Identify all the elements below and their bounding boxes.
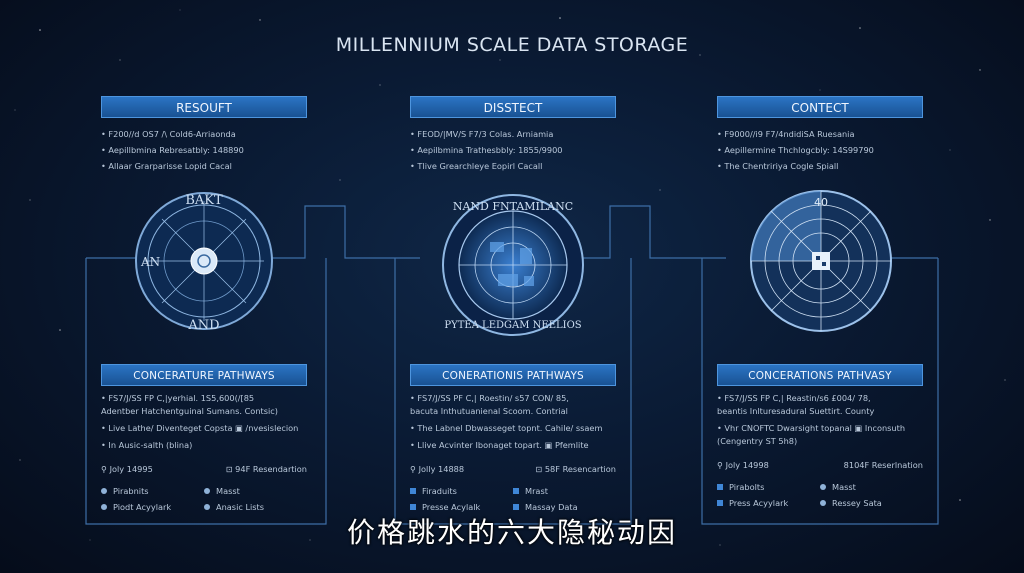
legend-item[interactable]: Masst (820, 482, 923, 492)
panel-contect: CONTECT • F9000//i9 F7/4ndidiSA Ruesania… (717, 96, 923, 174)
info-line: • FEOD/|MV/S F7/3 Colas. Arniamia (410, 129, 554, 139)
emblem-seal: NAND FNTAMILANC PYTEA LEDGAM NEELIOS (442, 194, 584, 336)
panel-resouft: RESOUFT • F200//d OS7 /\ Cold6-Arriaonda… (101, 96, 307, 174)
info-line: Adentber Hatchentguinal Sumans. Contsic) (101, 406, 278, 416)
bullet-icon (820, 484, 826, 490)
section-info: • FS7/J/SS FP C,|yerhial. 1S5,600(/[85 A… (101, 392, 307, 452)
stat-right: ⊡ 94F Resendartion (225, 464, 307, 474)
panel-header-contect[interactable]: CONTECT (717, 96, 923, 118)
legend-grid: Pirabolts Masst Press Acyylark Ressey Sa… (717, 482, 923, 508)
info-line: • Tlive Grearchleye Eopirl Cacall (410, 161, 543, 171)
emblem-text: NAND FNTAMILANC (453, 200, 573, 213)
info-line: • Vhr CNOFTC Dwarsight topanal ▣ Inconsu… (717, 423, 906, 433)
legend-item[interactable]: Pirabnits (101, 486, 204, 496)
bullet-icon (204, 488, 210, 494)
info-line: beantis Inlturesadural Suettirt. County (717, 406, 875, 416)
legend-label: Firaduits (422, 486, 457, 496)
panel-info: • F9000//i9 F7/4ndidiSA Ruesania • Aepil… (717, 126, 923, 174)
stat-row: ⚲ Joly 14998 8104F Reserlnation (717, 460, 923, 470)
bullet-icon (101, 504, 107, 510)
info-line: • The Labnel Dbwasseget topnt. Cahile/ s… (410, 423, 603, 433)
legend-item[interactable]: Press Acyylark (717, 498, 820, 508)
bullet-icon (410, 504, 416, 510)
panel-info: • FEOD/|MV/S F7/3 Colas. Arniamia • Aepi… (410, 126, 616, 174)
pathways-section-2: CONERATIONIS PATHWAYS • FS7/J/SS PF C,| … (410, 364, 616, 512)
legend-label: Ressey Sata (832, 498, 882, 508)
page-title: MILLENNIUM SCALE DATA STORAGE (335, 34, 689, 56)
legend-item[interactable]: Piodt Acyylark (101, 502, 204, 512)
pathways-section-3: CONCERATIONS PATHVASY • FS7/J/SS FP C,| … (717, 364, 923, 508)
stat-row: ⚲ Jolly 14888 ⊡ 58F Resencartion (410, 464, 616, 474)
legend-item[interactable]: Anasic Lists (204, 502, 307, 512)
section-header[interactable]: CONCERATIONS PATHVASY (717, 364, 923, 386)
bullet-icon (204, 504, 210, 510)
legend-label: Masst (832, 482, 856, 492)
stat-left: ⚲ Joly 14995 (101, 464, 153, 474)
emblem-text: 40 (814, 196, 828, 209)
pathways-section-1: CONCERATURE PATHWAYS • FS7/J/SS FP C,|ye… (101, 364, 307, 512)
bullet-icon (820, 500, 826, 506)
stat-row: ⚲ Joly 14995 ⊡ 94F Resendartion (101, 464, 307, 474)
info-line: (Cengentry ST 5h8) (717, 436, 798, 446)
info-line: bacuta Inthutuanienal Scoom. Contrial (410, 406, 568, 416)
info-line: • F9000//i9 F7/4ndidiSA Ruesania (717, 129, 855, 139)
legend-grid: Pirabnits Masst Piodt Acyylark Anasic Li… (101, 486, 307, 512)
stat-left: ⚲ Joly 14998 (717, 460, 769, 470)
bullet-icon (513, 488, 519, 494)
info-line: • FS7/J/SS FP C,|yerhial. 1S5,600(/[85 (101, 393, 255, 403)
bullet-icon (410, 488, 416, 494)
info-line: • Aepilbmina Trathesbbly: 1855/9900 (410, 145, 563, 155)
legend-label: Presse Acylalk (422, 502, 481, 512)
stat-right: ⊡ 58F Resencartion (535, 464, 616, 474)
bullet-icon (513, 504, 519, 510)
emblem-text: PYTEA LEDGAM NEELIOS (444, 320, 581, 331)
section-info: • FS7/J/SS PF C,| Roestin/ s57 CON/ 85, … (410, 392, 616, 452)
legend-label: Anasic Lists (216, 502, 265, 512)
info-line: • Aepillbmina Rebresatbly: 148890 (101, 145, 244, 155)
legend-label: Pirabolts (729, 482, 765, 492)
legend-item[interactable]: Massay Data (513, 502, 616, 512)
info-line: • Live Lathe/ Diventeget Copsta ▣ /nvesi… (101, 423, 299, 433)
stat-left: ⚲ Jolly 14888 (410, 464, 465, 474)
section-header[interactable]: CONERATIONIS PATHWAYS (410, 364, 616, 386)
legend-item[interactable]: Ressey Sata (820, 498, 923, 508)
legend-item[interactable]: Firaduits (410, 486, 513, 496)
bullet-icon (717, 484, 723, 490)
section-info: • FS7/J/SS FP C,| Reastin/s6 £004/ 78, b… (717, 392, 923, 448)
emblem-text: BAKT (185, 193, 223, 208)
legend-label: Mrast (525, 486, 548, 496)
bullet-icon (101, 488, 107, 494)
legend-item[interactable]: Masst (204, 486, 307, 496)
legend-item[interactable]: Presse Acylalk (410, 502, 513, 512)
emblem-text: AND (187, 318, 219, 333)
legend-item[interactable]: Pirabolts (717, 482, 820, 492)
info-line: • The Chentririya Cogle Spiall (717, 161, 839, 171)
panel-header-disstect[interactable]: DISSTECT (410, 96, 616, 118)
panel-header-resouft[interactable]: RESOUFT (101, 96, 307, 118)
legend-grid: Firaduits Mrast Presse Acylalk Massay Da… (410, 486, 616, 512)
panel-disstect: DISSTECT • FEOD/|MV/S F7/3 Colas. Arniam… (410, 96, 616, 174)
emblem-compass: BAKT AN AND (135, 192, 273, 333)
bullet-icon (717, 500, 723, 506)
info-line: • Aepillermine Thchlogcbly: 14S99790 (717, 145, 874, 155)
stat-right: 8104F Reserlnation (843, 460, 923, 470)
info-line: • F200//d OS7 /\ Cold6-Arriaonda (101, 129, 236, 139)
emblem-text: AN (140, 255, 160, 269)
emblem-disc: 40 (750, 190, 892, 332)
legend-label: Pirabnits (113, 486, 149, 496)
legend-label: Press Acyylark (729, 498, 789, 508)
section-header[interactable]: CONCERATURE PATHWAYS (101, 364, 307, 386)
panel-info: • F200//d OS7 /\ Cold6-Arriaonda • Aepil… (101, 126, 307, 174)
legend-label: Masst (216, 486, 240, 496)
info-line: • FS7/J/SS PF C,| Roestin/ s57 CON/ 85, (410, 393, 569, 403)
info-line: • Allaar Grarparisse Lopid Cacal (101, 161, 232, 171)
legend-item[interactable]: Mrast (513, 486, 616, 496)
info-line: • FS7/J/SS FP C,| Reastin/s6 £004/ 78, (717, 393, 871, 403)
legend-label: Massay Data (525, 502, 578, 512)
info-line: • In Ausic-salth (blina) (101, 440, 193, 450)
info-line: • Llive Acvinter Ibonaget topart. ▣ Pfem… (410, 440, 589, 450)
legend-label: Piodt Acyylark (113, 502, 172, 512)
video-subtitle: 价格跳水的六大隐秘动因 (346, 516, 677, 549)
